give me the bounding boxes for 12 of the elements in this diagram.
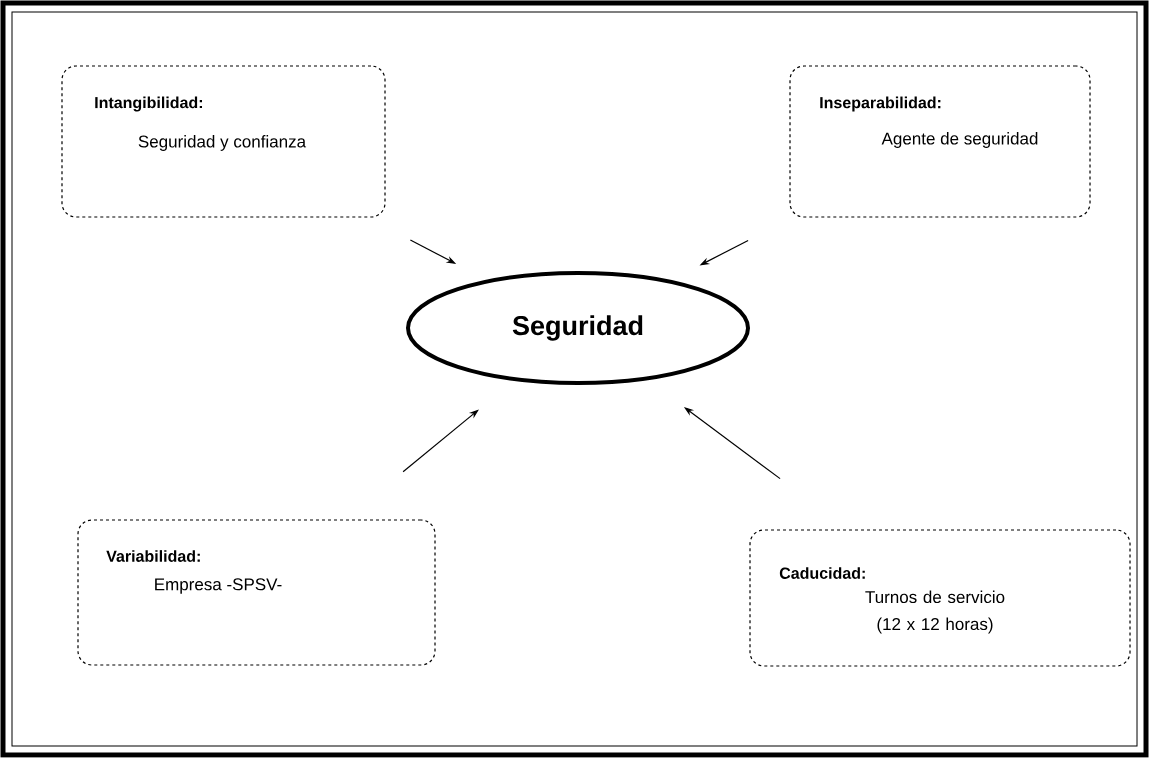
box-text: Empresa -SPSV-	[155, 578, 282, 594]
dashed-box	[77, 519, 436, 666]
box-heading: Inseparabilidad:	[820, 96, 941, 112]
box-heading: Caducidad:	[779, 567, 865, 579]
box-text: Seguridad y confianza	[138, 135, 307, 151]
box-heading: Intangibilidad:	[95, 96, 202, 112]
dashed-box	[789, 65, 1091, 218]
dashed-box	[749, 529, 1131, 667]
box-text: Turnos de servicio (12 x 12 horas)	[865, 590, 1005, 634]
dashed-box	[61, 65, 386, 218]
box-text: Agente de seguridad	[881, 132, 1038, 148]
box-heading: Variabilidad:	[106, 550, 200, 562]
